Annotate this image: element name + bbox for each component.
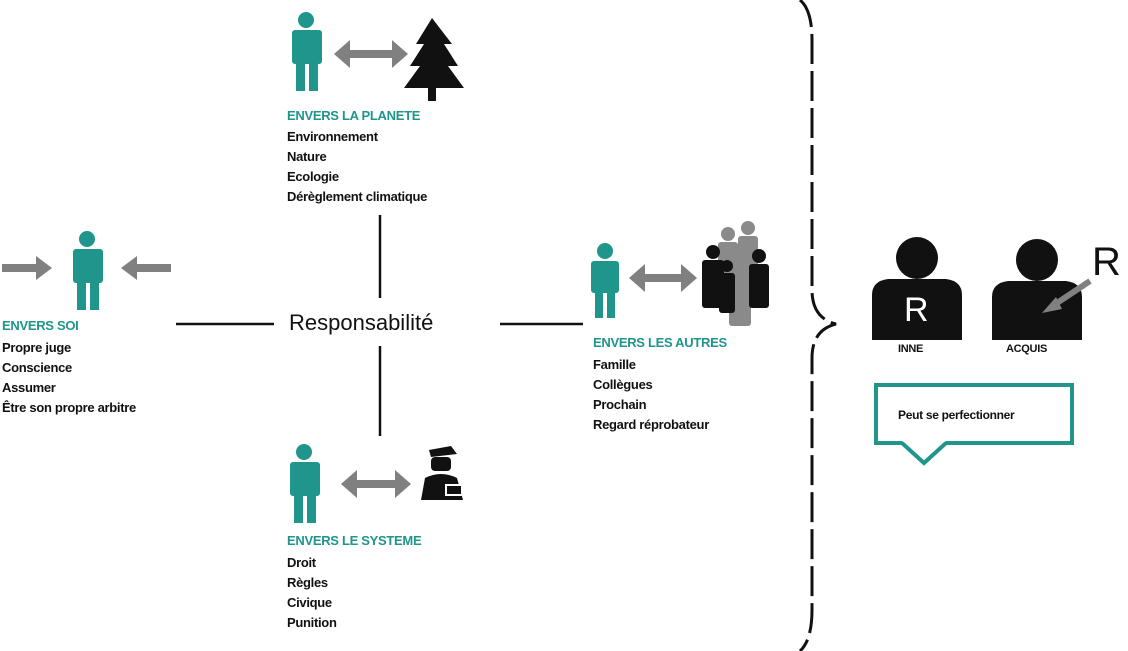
planete-item: Environnement [287,129,378,144]
systeme-item: Punition [287,615,337,630]
person-icon [290,444,320,523]
planete-title: ENVERS LA PLANETE [287,108,421,123]
shirt-letter: R [904,291,929,329]
person-icon [591,243,619,318]
double-arrow-icon [341,470,411,498]
systeme-item: Règles [287,575,328,590]
floating-letter: R [1092,240,1121,284]
soi-item: Assumer [2,380,56,395]
autres-item: Collègues [593,377,653,392]
planete-item: Nature [287,149,327,164]
arrow-right-icon [2,256,52,280]
planete-items: Environnement Nature Ecologie Dérèglemen… [287,127,427,207]
planete-item: Ecologie [287,169,339,184]
tree-icon [404,18,464,101]
planete-illustration [292,12,464,101]
autres-illustration [591,221,769,326]
soi-item: Être son propre arbitre [2,400,136,415]
curly-brace [798,0,837,651]
soi-item: Propre juge [2,340,71,355]
inne-acquis-illustration: R R [872,237,1121,340]
person-icon [73,231,103,310]
systeme-title: ENVERS LE SYSTEME [287,533,422,548]
systeme-item: Civique [287,595,332,610]
label-inne: INNE [898,343,924,355]
autres-items: Famille Collègues Prochain Regard réprob… [593,355,709,435]
double-arrow-icon [629,264,697,292]
autres-item: Prochain [593,397,647,412]
arrow-left-icon [121,256,171,280]
systeme-item: Droit [287,555,316,570]
planete-item: Dérèglement climatique [287,189,428,204]
crowd-icon [702,221,769,326]
autres-item: Regard réprobateur [593,417,709,432]
police-officer-icon [421,446,463,500]
systeme-illustration [290,444,463,523]
person-icon [292,12,322,91]
center-label: Responsabilité [289,310,434,335]
soi-items: Propre juge Conscience Assumer Être son … [2,338,136,418]
person-icon [872,237,962,340]
speech-bubble: Peut se perfectionner [874,383,1074,445]
autres-title: ENVERS LES AUTRES [593,335,727,350]
speech-bubble-tail [900,441,948,466]
soi-item: Conscience [2,360,72,375]
arrow-icon [1042,278,1092,313]
soi-illustration [2,231,171,310]
person-icon [992,239,1082,340]
soi-title: ENVERS SOI [2,318,79,333]
systeme-items: Droit Règles Civique Punition [287,553,337,633]
autres-item: Famille [593,357,636,372]
double-arrow-icon [334,40,408,68]
label-acquis: ACQUIS [1006,343,1047,355]
bubble-text: Peut se perfectionner [898,408,1015,422]
